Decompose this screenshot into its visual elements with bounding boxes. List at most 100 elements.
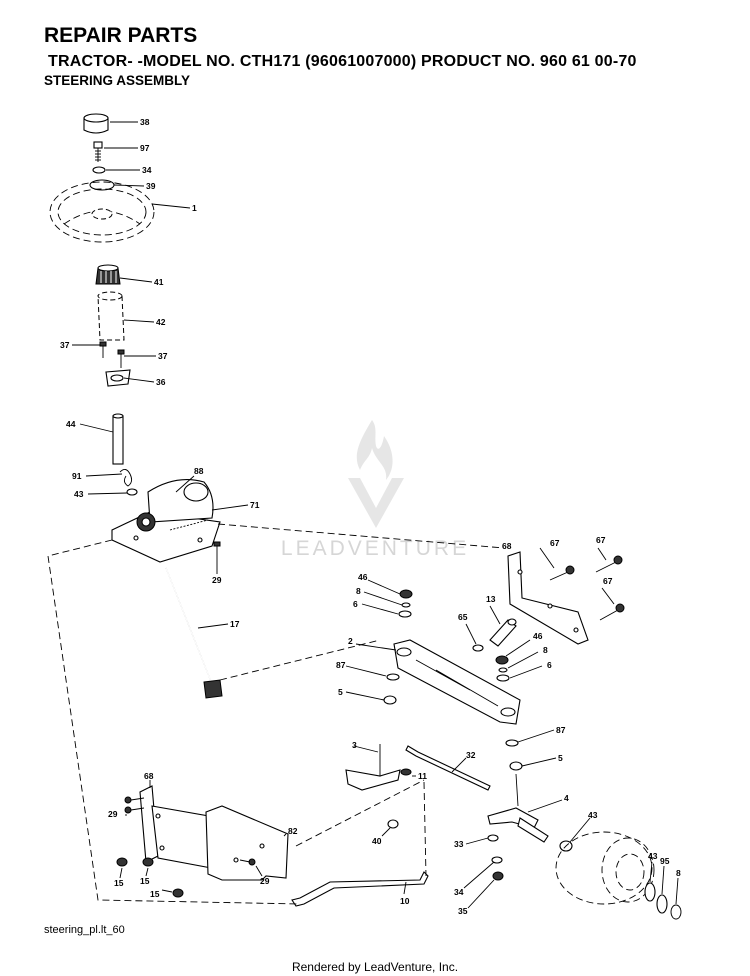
callout-6-right: 6 bbox=[547, 660, 552, 670]
render-credit: Rendered by LeadVenture, Inc. bbox=[291, 960, 459, 974]
callout-65: 65 bbox=[458, 612, 468, 622]
callout-88: 88 bbox=[194, 466, 204, 476]
callout-8-left: 8 bbox=[356, 586, 361, 596]
callout-37-right: 37 bbox=[158, 351, 168, 361]
callout-15-c: 15 bbox=[150, 889, 160, 899]
bracket-68-top bbox=[507, 551, 589, 645]
bolt-67-c bbox=[599, 603, 625, 621]
callout-29-top: 29 bbox=[212, 575, 222, 585]
callout-43-wheel: 43 bbox=[648, 851, 658, 861]
bracket-68-bottom bbox=[139, 785, 223, 871]
steering-shaft-17 bbox=[165, 567, 223, 699]
cap-38 bbox=[83, 113, 109, 134]
front-wheel bbox=[555, 831, 655, 905]
alignment-line-4 bbox=[423, 781, 427, 877]
watermark-logo-icon bbox=[348, 420, 404, 528]
screw-29-top bbox=[213, 541, 221, 560]
tie-rod-32 bbox=[405, 745, 491, 791]
steering-wheel-1 bbox=[49, 181, 155, 243]
callout-43-axle: 43 bbox=[588, 810, 598, 820]
drag-link-10 bbox=[291, 871, 429, 907]
callout-15-a: 15 bbox=[114, 878, 124, 888]
callout-1: 1 bbox=[192, 203, 197, 213]
bushing-5-left bbox=[383, 695, 397, 705]
callout-5-right: 5 bbox=[558, 753, 563, 763]
ring-8-right bbox=[498, 667, 508, 673]
plate-82 bbox=[205, 805, 289, 881]
callout-97: 97 bbox=[140, 143, 150, 153]
callout-68-top: 68 bbox=[502, 541, 512, 551]
washer-34-bottom bbox=[491, 856, 503, 864]
callout-32: 32 bbox=[466, 750, 476, 760]
callout-68-bottom: 68 bbox=[144, 771, 154, 781]
callout-42: 42 bbox=[156, 317, 166, 327]
callout-labels: 38 97 34 39 1 41 42 37 37 36 44 91 88 43… bbox=[60, 117, 681, 916]
washer-95 bbox=[656, 894, 668, 914]
callout-40: 40 bbox=[372, 836, 382, 846]
alignment-line-2 bbox=[217, 523, 505, 549]
callout-3: 3 bbox=[352, 740, 357, 750]
bolt-67-a bbox=[549, 565, 575, 581]
spindle-4-right bbox=[487, 773, 549, 843]
callout-46-left: 46 bbox=[358, 572, 368, 582]
nut-15-b bbox=[142, 857, 154, 867]
washer-34 bbox=[92, 166, 106, 174]
callout-43-top: 43 bbox=[74, 489, 84, 499]
callout-67-c: 67 bbox=[603, 576, 613, 586]
bushing-5-right bbox=[509, 761, 523, 771]
nut-40 bbox=[387, 819, 399, 829]
callout-5-left: 5 bbox=[338, 687, 343, 697]
callout-4: 4 bbox=[564, 793, 569, 803]
washer-43-top bbox=[126, 488, 138, 496]
callout-11: 11 bbox=[418, 771, 427, 781]
callout-29-left: 29 bbox=[108, 809, 118, 819]
callout-38: 38 bbox=[140, 117, 150, 127]
screw-29-left bbox=[124, 796, 145, 814]
washer-87-right bbox=[505, 739, 519, 747]
bushing-36 bbox=[105, 369, 131, 387]
nut-35 bbox=[492, 871, 504, 881]
front-axle-2 bbox=[393, 639, 521, 725]
callout-37-left: 37 bbox=[60, 340, 70, 350]
callout-10: 10 bbox=[400, 896, 410, 906]
washer-87-left bbox=[386, 673, 400, 681]
bolt-97 bbox=[93, 141, 103, 162]
page-title: REPAIR PARTS bbox=[44, 24, 198, 47]
callout-34: 34 bbox=[142, 165, 152, 175]
nut-15-c bbox=[172, 888, 184, 898]
callout-82: 82 bbox=[288, 826, 298, 836]
callout-67-b: 67 bbox=[596, 535, 606, 545]
watermark-text: LEADVENTURE bbox=[280, 537, 470, 560]
callout-87-left: 87 bbox=[336, 660, 346, 670]
adapter-41 bbox=[95, 264, 121, 285]
callout-44: 44 bbox=[66, 419, 76, 429]
leader-lines bbox=[72, 121, 679, 909]
washer-43-wheel bbox=[644, 882, 656, 902]
callout-71: 71 bbox=[250, 500, 260, 510]
figure-reference: steering_pl.lt_60 bbox=[44, 924, 125, 936]
callout-39: 39 bbox=[146, 181, 156, 191]
screw-37-left bbox=[99, 341, 107, 358]
alignment-line-3 bbox=[219, 639, 381, 681]
shaft-44 bbox=[112, 413, 124, 465]
alignment-line-5 bbox=[295, 779, 425, 847]
callout-8-right: 8 bbox=[543, 645, 548, 655]
pin-13 bbox=[489, 618, 517, 647]
model-subtitle: TRACTOR- -MODEL NO. CTH171 (96061007000)… bbox=[48, 53, 637, 70]
callout-95: 95 bbox=[660, 856, 670, 866]
cap-46-right bbox=[495, 655, 509, 665]
callout-29-bottom: 29 bbox=[260, 876, 270, 886]
screw-37-right bbox=[117, 349, 125, 368]
callout-67-a: 67 bbox=[550, 538, 560, 548]
section-title: STEERING ASSEMBLY bbox=[44, 73, 191, 88]
nut-15-a bbox=[116, 857, 128, 867]
callout-34-bottom: 34 bbox=[454, 887, 464, 897]
pin-65 bbox=[472, 644, 484, 652]
callout-35: 35 bbox=[458, 906, 468, 916]
callout-91: 91 bbox=[72, 471, 82, 481]
washer-33 bbox=[487, 834, 499, 842]
callout-46-right: 46 bbox=[533, 631, 543, 641]
washer-6-left bbox=[398, 610, 412, 618]
bolt-67-b bbox=[595, 555, 623, 573]
